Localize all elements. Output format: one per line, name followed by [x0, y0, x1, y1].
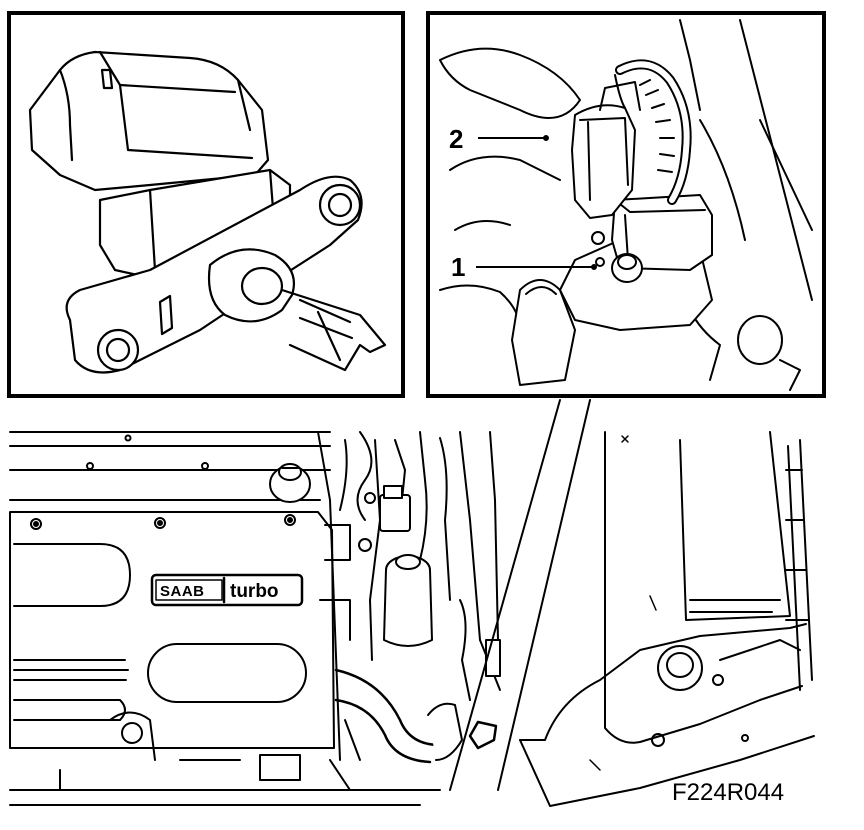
figure-id: F224R044 [672, 779, 784, 806]
sensor-illustration [28, 50, 387, 374]
installed-sensor-inset [426, 11, 826, 398]
engine-bay-view [9, 399, 815, 807]
badge-brand-text: SAAB [160, 583, 205, 600]
engine-cover [9, 511, 335, 749]
oil-cap [269, 463, 311, 503]
callout-leaders [476, 135, 597, 270]
fender-panel [519, 431, 815, 807]
badge-model-text: turbo [230, 581, 279, 602]
leader-strip [449, 399, 591, 791]
installed-illustration [439, 19, 813, 391]
callout-label-1: 1 [451, 252, 465, 282]
coolant-reservoir [383, 554, 433, 647]
callout-label-2: 2 [449, 124, 463, 154]
sensor-detail-inset [7, 11, 405, 398]
engine-components [59, 431, 501, 791]
saab-turbo-badge [150, 573, 304, 607]
